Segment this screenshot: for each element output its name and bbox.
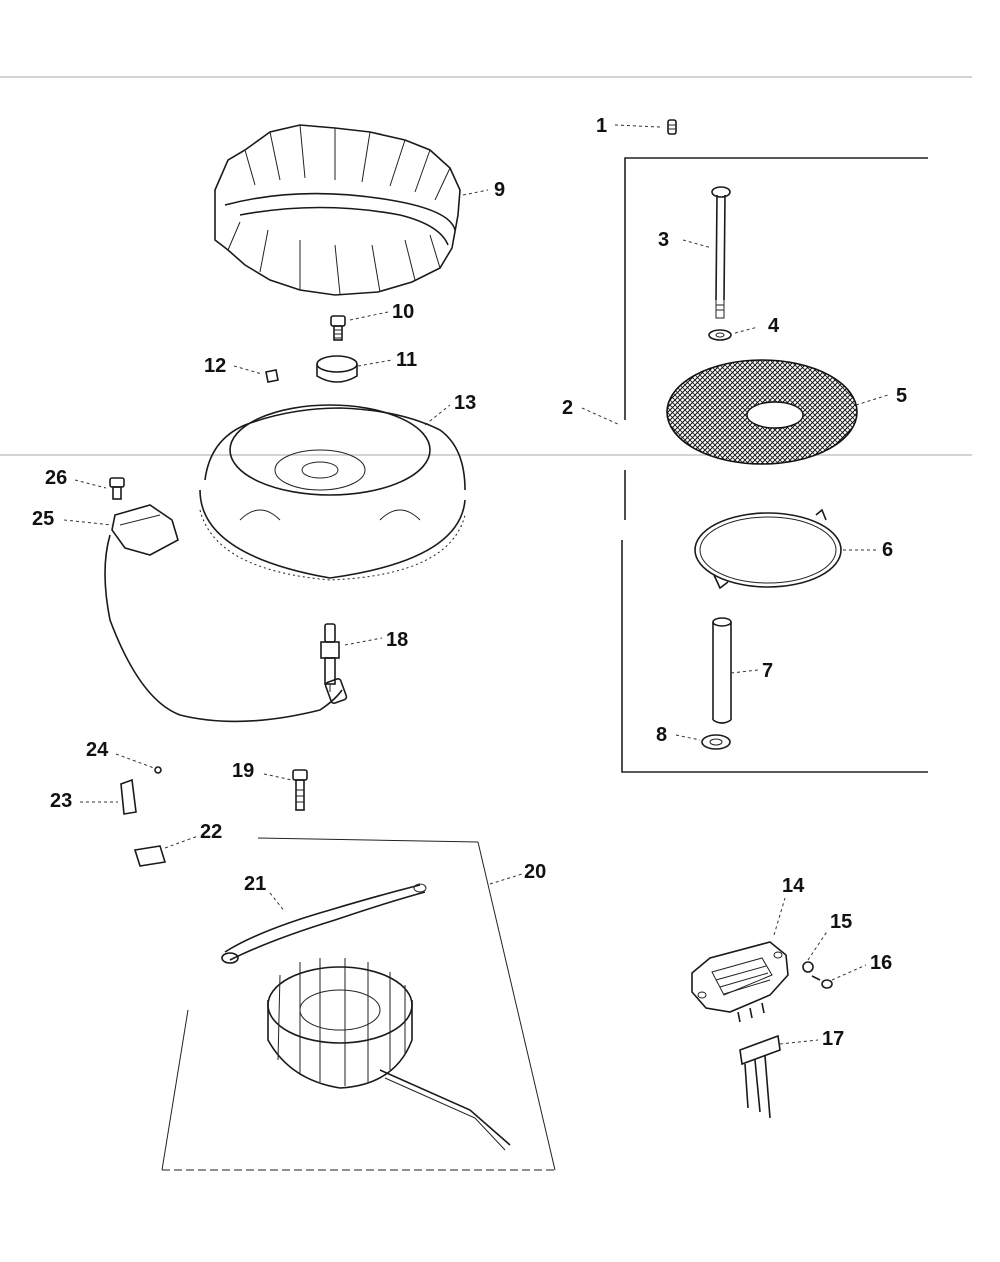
- part-12-key: [265, 369, 279, 383]
- callout-4: 4: [768, 315, 780, 337]
- part-11-cup: [316, 355, 358, 383]
- part-22-clip: [133, 845, 167, 867]
- callout-20: 20: [524, 861, 546, 883]
- part-1-plug: [667, 119, 677, 135]
- callout-17: 17: [822, 1028, 844, 1050]
- callout-22: 22: [200, 821, 222, 843]
- part-5-screen: [666, 359, 858, 465]
- part-19-screw: [292, 769, 308, 811]
- callout-16: 16: [870, 952, 892, 974]
- part-4-washer: [708, 329, 732, 341]
- callout-21: 21: [244, 873, 266, 895]
- callout-5: 5: [896, 385, 907, 407]
- leader-lines: [63, 124, 889, 1045]
- callout-10: 10: [392, 301, 414, 323]
- callout-2: 2: [562, 397, 573, 419]
- part-23-bracket: [120, 778, 137, 815]
- callout-26: 26: [45, 467, 67, 489]
- callout-labels: 1 2 3 4 5 6 7 8 9 10 11 12 13 14 15 16 1…: [32, 115, 907, 1050]
- callout-8: 8: [656, 724, 667, 746]
- part-14-regulator: [691, 941, 789, 1023]
- callout-18: 18: [386, 629, 408, 651]
- part-3-bolt: [711, 186, 731, 319]
- part-26-screw: [109, 477, 125, 500]
- part-13-flywheel: [199, 404, 466, 581]
- callout-23: 23: [50, 790, 72, 812]
- callout-7: 7: [762, 660, 773, 682]
- part-17-connector: [739, 1034, 781, 1119]
- callout-12: 12: [204, 355, 226, 377]
- part-21-lead: [221, 883, 427, 964]
- callout-19: 19: [232, 760, 254, 782]
- callout-1: 1: [596, 115, 607, 137]
- stator-kit-frame: [161, 837, 556, 1171]
- callout-15: 15: [830, 911, 852, 933]
- part-6-ring: [694, 508, 842, 590]
- callout-13: 13: [454, 392, 476, 414]
- part-7-rod: [712, 617, 732, 724]
- part-16-screw: [811, 975, 833, 989]
- part-10-screw: [330, 315, 346, 341]
- callout-9: 9: [494, 179, 505, 201]
- kit-bracket-frame: [621, 157, 928, 773]
- callout-11: 11: [396, 349, 417, 371]
- callout-25: 25: [32, 508, 54, 530]
- part-20-stator: [267, 958, 511, 1151]
- part-24-pin: [154, 766, 162, 774]
- part-8-grommet: [701, 734, 731, 750]
- part-25-ignition-module: [104, 504, 348, 723]
- part-18-spark-plug: [320, 623, 340, 692]
- callout-24: 24: [86, 739, 109, 761]
- part-9-fan: [214, 124, 461, 296]
- callout-3: 3: [658, 229, 669, 251]
- callout-6: 6: [882, 539, 893, 561]
- part-15-washer: [802, 961, 814, 973]
- callout-14: 14: [782, 875, 805, 897]
